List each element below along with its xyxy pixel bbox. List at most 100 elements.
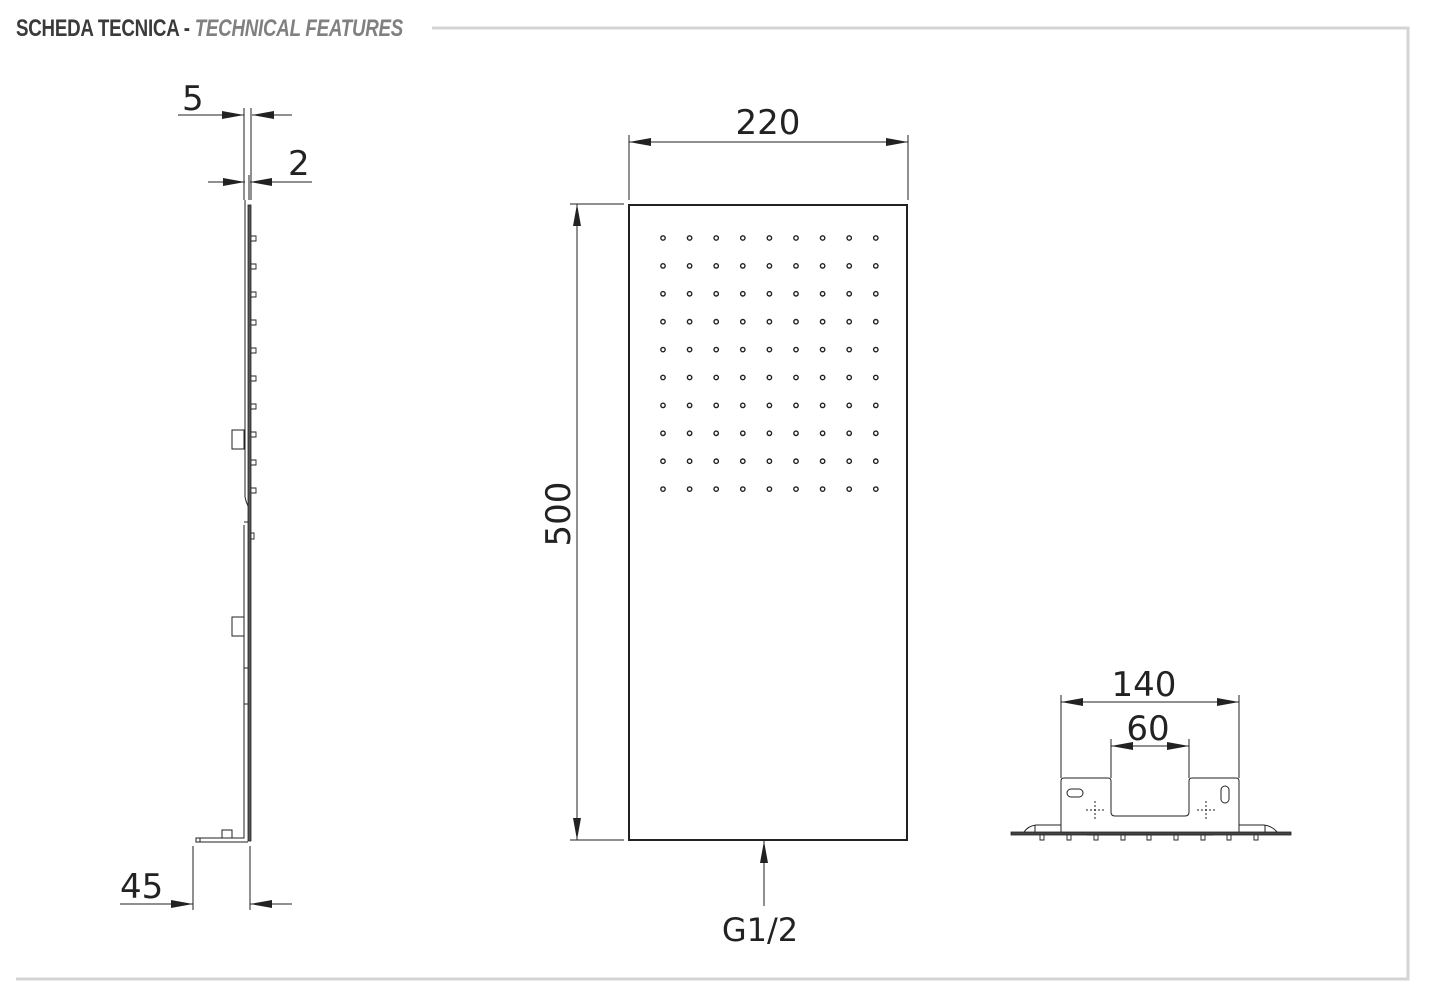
sheet-header: SCHEDA TECNICA - TECHNICAL FEATURES (16, 12, 446, 46)
nozzle-icon (793, 402, 799, 409)
nozzle-icon (819, 486, 826, 492)
nozzle-icon (713, 374, 720, 381)
nozzle-icon (819, 402, 826, 409)
nozzle-icon (686, 430, 693, 437)
nozzle-icon (713, 346, 720, 353)
nozzle-icon (766, 318, 773, 325)
nozzle-icon (713, 318, 720, 325)
nozzle-icon (872, 346, 879, 353)
nozzle-icon (872, 235, 879, 241)
nozzle-icon (713, 486, 720, 492)
nozzle-icon (819, 346, 826, 353)
nozzle-icon (686, 374, 693, 381)
front-view (570, 135, 909, 906)
nozzle-icon (713, 290, 720, 297)
nozzle-icon (793, 458, 799, 465)
dim-bracket-width: 140 (1112, 665, 1177, 705)
nozzle-icon (793, 235, 799, 241)
nozzle-icon (686, 290, 693, 297)
nozzle-icon (660, 402, 666, 409)
nozzle-icon (793, 318, 799, 325)
nozzle-icon (846, 430, 853, 437)
nozzle-icon (766, 235, 773, 241)
nozzle-icon (713, 430, 720, 437)
nozzle-grid (660, 235, 879, 492)
nozzle-icon (660, 262, 666, 269)
nozzle-icon (739, 290, 746, 297)
nozzle-icon (872, 290, 879, 297)
nozzle-icon (739, 235, 746, 241)
nozzle-icon (713, 235, 720, 241)
nozzle-icon (739, 430, 746, 437)
nozzle-icon (819, 458, 826, 465)
nozzle-icon (766, 486, 773, 492)
title-subtitle: TECHNICAL FEATURES (194, 15, 404, 42)
title-main-text: SCHEDA TECNICA (16, 15, 179, 42)
nozzle-icon (766, 402, 773, 409)
nozzle-icon (793, 346, 799, 353)
nozzle-icon (793, 374, 799, 381)
nozzle-icon (819, 262, 826, 269)
nozzle-icon (686, 235, 693, 241)
nozzle-icon (739, 486, 746, 492)
nozzle-icon (739, 458, 746, 465)
dim-bracket-depth: 45 (120, 867, 163, 907)
nozzle-icon (846, 346, 853, 353)
nozzle-icon (872, 486, 879, 492)
nozzle-icon (660, 346, 666, 353)
nozzle-icon (793, 486, 799, 492)
nozzle-icon (793, 262, 799, 269)
nozzle-icon (846, 290, 853, 297)
nozzle-icon (766, 290, 773, 297)
nozzle-icon (686, 318, 693, 325)
sheet-frame (16, 26, 1410, 981)
nozzle-icon (766, 262, 773, 269)
title-separator: - (178, 15, 195, 42)
nozzle-icon (846, 402, 853, 409)
nozzle-icon (819, 374, 826, 381)
nozzle-icon (872, 430, 879, 437)
dim-bracket-gap: 60 (1126, 709, 1169, 749)
nozzle-icon (819, 318, 826, 325)
nozzle-icon (739, 318, 746, 325)
nozzle-icon (686, 486, 693, 492)
nozzle-icon (766, 374, 773, 381)
nozzle-icon (766, 346, 773, 353)
side-view (120, 108, 312, 910)
nozzle-icon (739, 346, 746, 353)
nozzle-icon (819, 290, 826, 297)
nozzle-icon (766, 458, 773, 465)
nozzle-icon (686, 458, 693, 465)
nozzle-icon (713, 402, 720, 409)
nozzle-icon (872, 458, 879, 465)
nozzle-icon (739, 402, 746, 409)
dim-width: 220 (736, 103, 801, 143)
nozzle-icon (819, 430, 826, 437)
dim-plate-thickness: 2 (288, 144, 310, 184)
dim-total-thickness: 5 (182, 79, 204, 119)
nozzle-icon (739, 262, 746, 269)
nozzle-icon (819, 235, 826, 241)
nozzle-icon (713, 458, 720, 465)
nozzle-icon (686, 346, 693, 353)
nozzle-icon (660, 318, 666, 325)
nozzle-icon (872, 402, 879, 409)
nozzle-icon (660, 486, 666, 492)
bottom-view (1010, 695, 1292, 841)
nozzle-icon (846, 486, 853, 492)
nozzle-icon (660, 290, 666, 297)
nozzle-icon (846, 458, 853, 465)
nozzle-icon (660, 430, 666, 437)
nozzle-icon (846, 374, 853, 381)
nozzle-icon (793, 430, 799, 437)
nozzle-icon (846, 235, 853, 241)
nozzle-icon (686, 262, 693, 269)
nozzle-icon (766, 430, 773, 437)
nozzle-icon (846, 318, 853, 325)
nozzle-icon (872, 318, 879, 325)
nozzle-icon (660, 235, 666, 241)
dim-height: 500 (539, 482, 579, 547)
nozzle-icon (872, 262, 879, 269)
nozzle-icon (739, 374, 746, 381)
